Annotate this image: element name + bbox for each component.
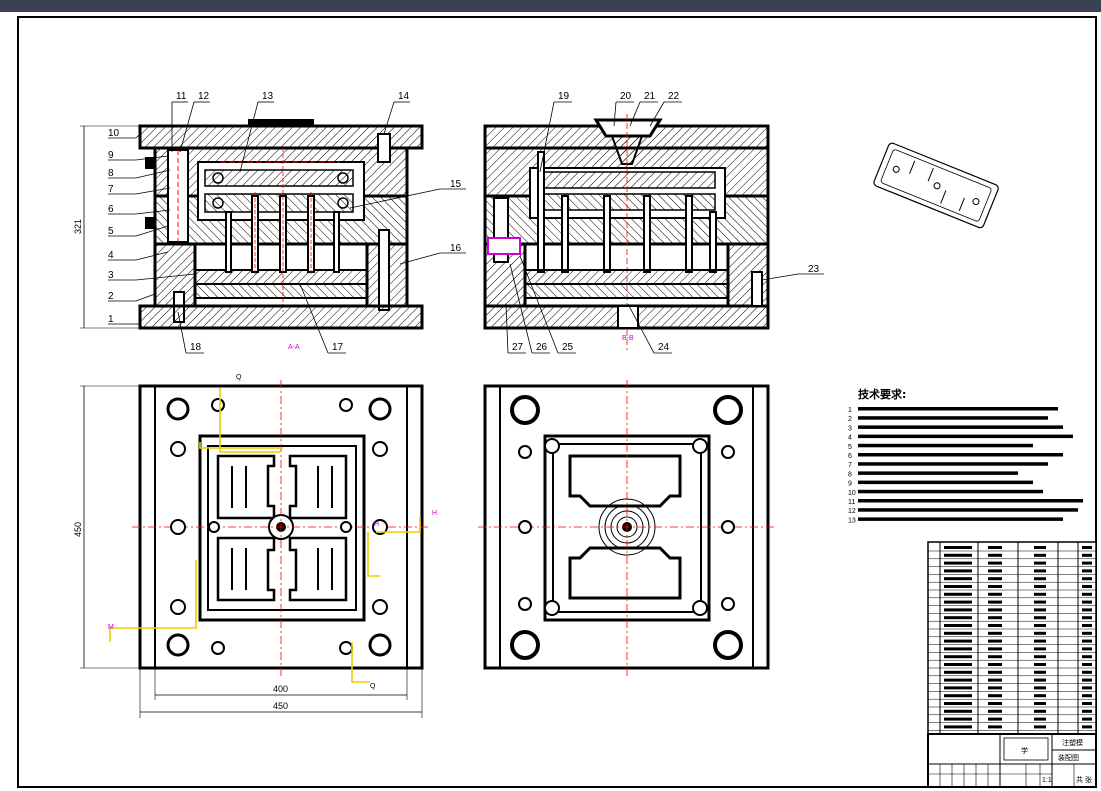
dimension-height-front: 321 xyxy=(73,219,83,234)
balloon-12: 12 xyxy=(198,91,210,102)
balloon-2: 2 xyxy=(108,291,114,302)
tech-req-line-12: 12 xyxy=(848,508,856,515)
plan-view-fixed-half xyxy=(478,380,776,676)
title-block: 学 注塑模 装配图 1:1 共 张 xyxy=(927,733,1097,788)
plan-view-moving-half: Q Q H M H 450 400 450 xyxy=(73,374,437,718)
balloon-8: 8 xyxy=(108,168,114,179)
balloons-right: 19 20 21 22 23 24 25 26 27 xyxy=(505,91,824,354)
front-section-label: A-A xyxy=(288,344,300,351)
dimension-plan-height: 450 xyxy=(73,522,83,537)
tech-req-line-9: 9 xyxy=(848,481,852,488)
balloon-5: 5 xyxy=(108,226,114,237)
balloon-19: 19 xyxy=(558,91,570,102)
balloon-1: 1 xyxy=(108,314,114,325)
balloon-14: 14 xyxy=(398,91,410,102)
balloon-13: 13 xyxy=(262,91,274,102)
tech-req-line-11: 11 xyxy=(848,499,855,506)
tech-req-line-3: 3 xyxy=(848,425,852,432)
tech-req-line-5: 5 xyxy=(848,444,852,451)
title-block-drawing-no: 装配图 xyxy=(1058,753,1079,762)
title-block-sheet: 共 张 xyxy=(1076,775,1092,784)
window-top-bar xyxy=(0,0,1101,12)
balloon-21: 21 xyxy=(644,91,656,102)
tech-req-line-4: 4 xyxy=(848,435,852,442)
parts-list xyxy=(927,541,1097,735)
balloon-24: 24 xyxy=(658,342,670,353)
tech-req-line-1: 1 xyxy=(848,407,852,414)
balloon-17: 17 xyxy=(332,342,344,353)
dimension-plan-inner-width: 400 xyxy=(273,684,288,694)
sheet-border xyxy=(17,16,1097,788)
balloon-15: 15 xyxy=(450,179,462,190)
water-label-left-bottom: M xyxy=(108,624,114,631)
tech-req-line-7: 7 xyxy=(848,462,852,469)
balloon-18: 18 xyxy=(190,342,202,353)
water-label-bottom: Q xyxy=(370,683,376,690)
tech-req-title: 技术要求: xyxy=(858,387,906,401)
balloon-11: 11 xyxy=(176,91,187,102)
balloon-6: 6 xyxy=(108,204,114,215)
side-section-label: B-B xyxy=(622,335,634,342)
balloon-25: 25 xyxy=(562,342,574,353)
water-label-top: Q xyxy=(236,374,242,381)
title-block-scale: 1:1 xyxy=(1042,777,1052,784)
balloon-26: 26 xyxy=(536,342,548,353)
tech-req-line-13: 13 xyxy=(848,517,856,524)
tech-req-line-8: 8 xyxy=(848,471,852,478)
side-section-view: B-B xyxy=(483,114,770,350)
title-block-logo: 学 xyxy=(1021,746,1028,755)
balloon-3: 3 xyxy=(108,270,114,281)
balloon-4: 4 xyxy=(108,250,114,261)
balloon-27: 27 xyxy=(512,342,524,353)
title-block-name: 注塑模 xyxy=(1062,738,1083,747)
tech-req-line-6: 6 xyxy=(848,453,852,460)
part-isometric-view xyxy=(873,142,999,229)
balloon-23: 23 xyxy=(808,264,820,275)
front-section-view: 321 A-A xyxy=(73,119,424,351)
balloon-20: 20 xyxy=(620,91,632,102)
tech-req-line-2: 2 xyxy=(848,416,852,423)
balloon-7: 7 xyxy=(108,184,114,195)
dimension-plan-outer-width: 450 xyxy=(273,701,288,711)
balloon-16: 16 xyxy=(450,243,462,254)
balloon-22: 22 xyxy=(668,91,680,102)
balloon-10: 10 xyxy=(108,128,120,139)
balloon-9: 9 xyxy=(108,150,114,161)
water-label-right-mid: H xyxy=(374,521,379,528)
water-label-right-edge: H xyxy=(432,510,437,517)
tech-req-line-10: 10 xyxy=(848,490,856,497)
